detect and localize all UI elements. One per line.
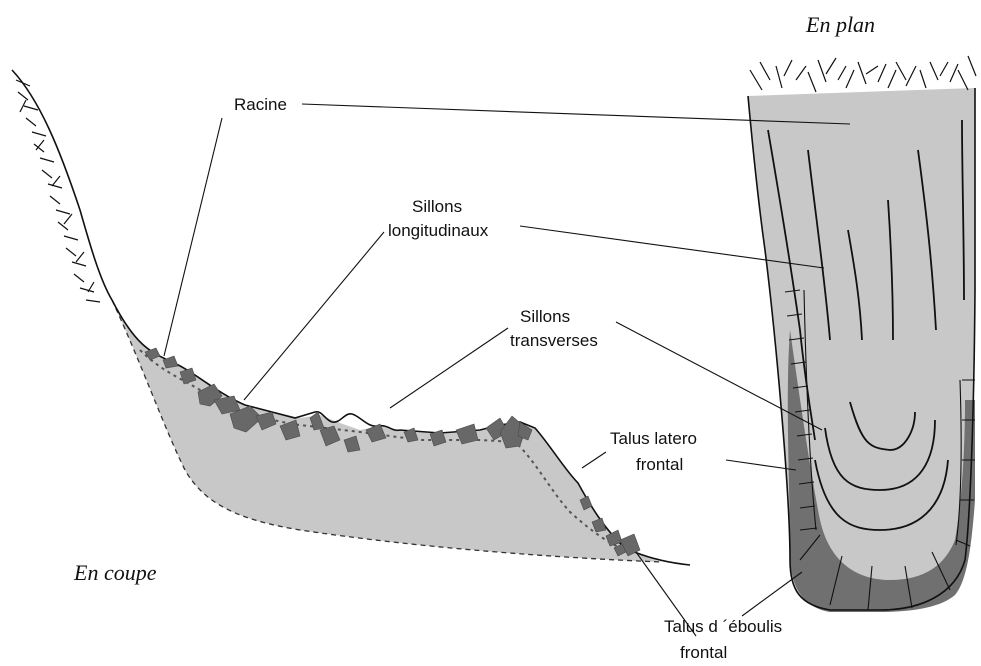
slope-hatching — [16, 80, 100, 302]
leader-lines — [164, 104, 850, 636]
plan-slope-hatching — [750, 56, 976, 92]
leader-long-section — [244, 232, 384, 400]
label-sillons-long-2: longitudinaux — [388, 221, 489, 240]
label-en-plan: En plan — [805, 12, 875, 37]
label-talus-eboulis-2: frontal — [680, 643, 727, 662]
label-talus-latero-1: Talus latero — [610, 429, 697, 448]
leader-latero-section — [582, 452, 606, 468]
leader-eboulis-plan — [742, 572, 802, 616]
leader-racine-section — [164, 118, 222, 356]
label-racine: Racine — [234, 95, 287, 114]
label-talus-latero-2: frontal — [636, 455, 683, 474]
leader-trans-section — [390, 328, 508, 408]
label-talus-eboulis-1: Talus d ´éboulis — [664, 617, 782, 636]
plan-view — [748, 56, 976, 612]
label-en-coupe: En coupe — [73, 560, 157, 585]
label-sillons-trans-1: Sillons — [520, 307, 570, 326]
label-sillons-long-1: Sillons — [412, 197, 462, 216]
cross-section — [12, 70, 690, 565]
label-sillons-trans-2: transverses — [510, 331, 598, 350]
